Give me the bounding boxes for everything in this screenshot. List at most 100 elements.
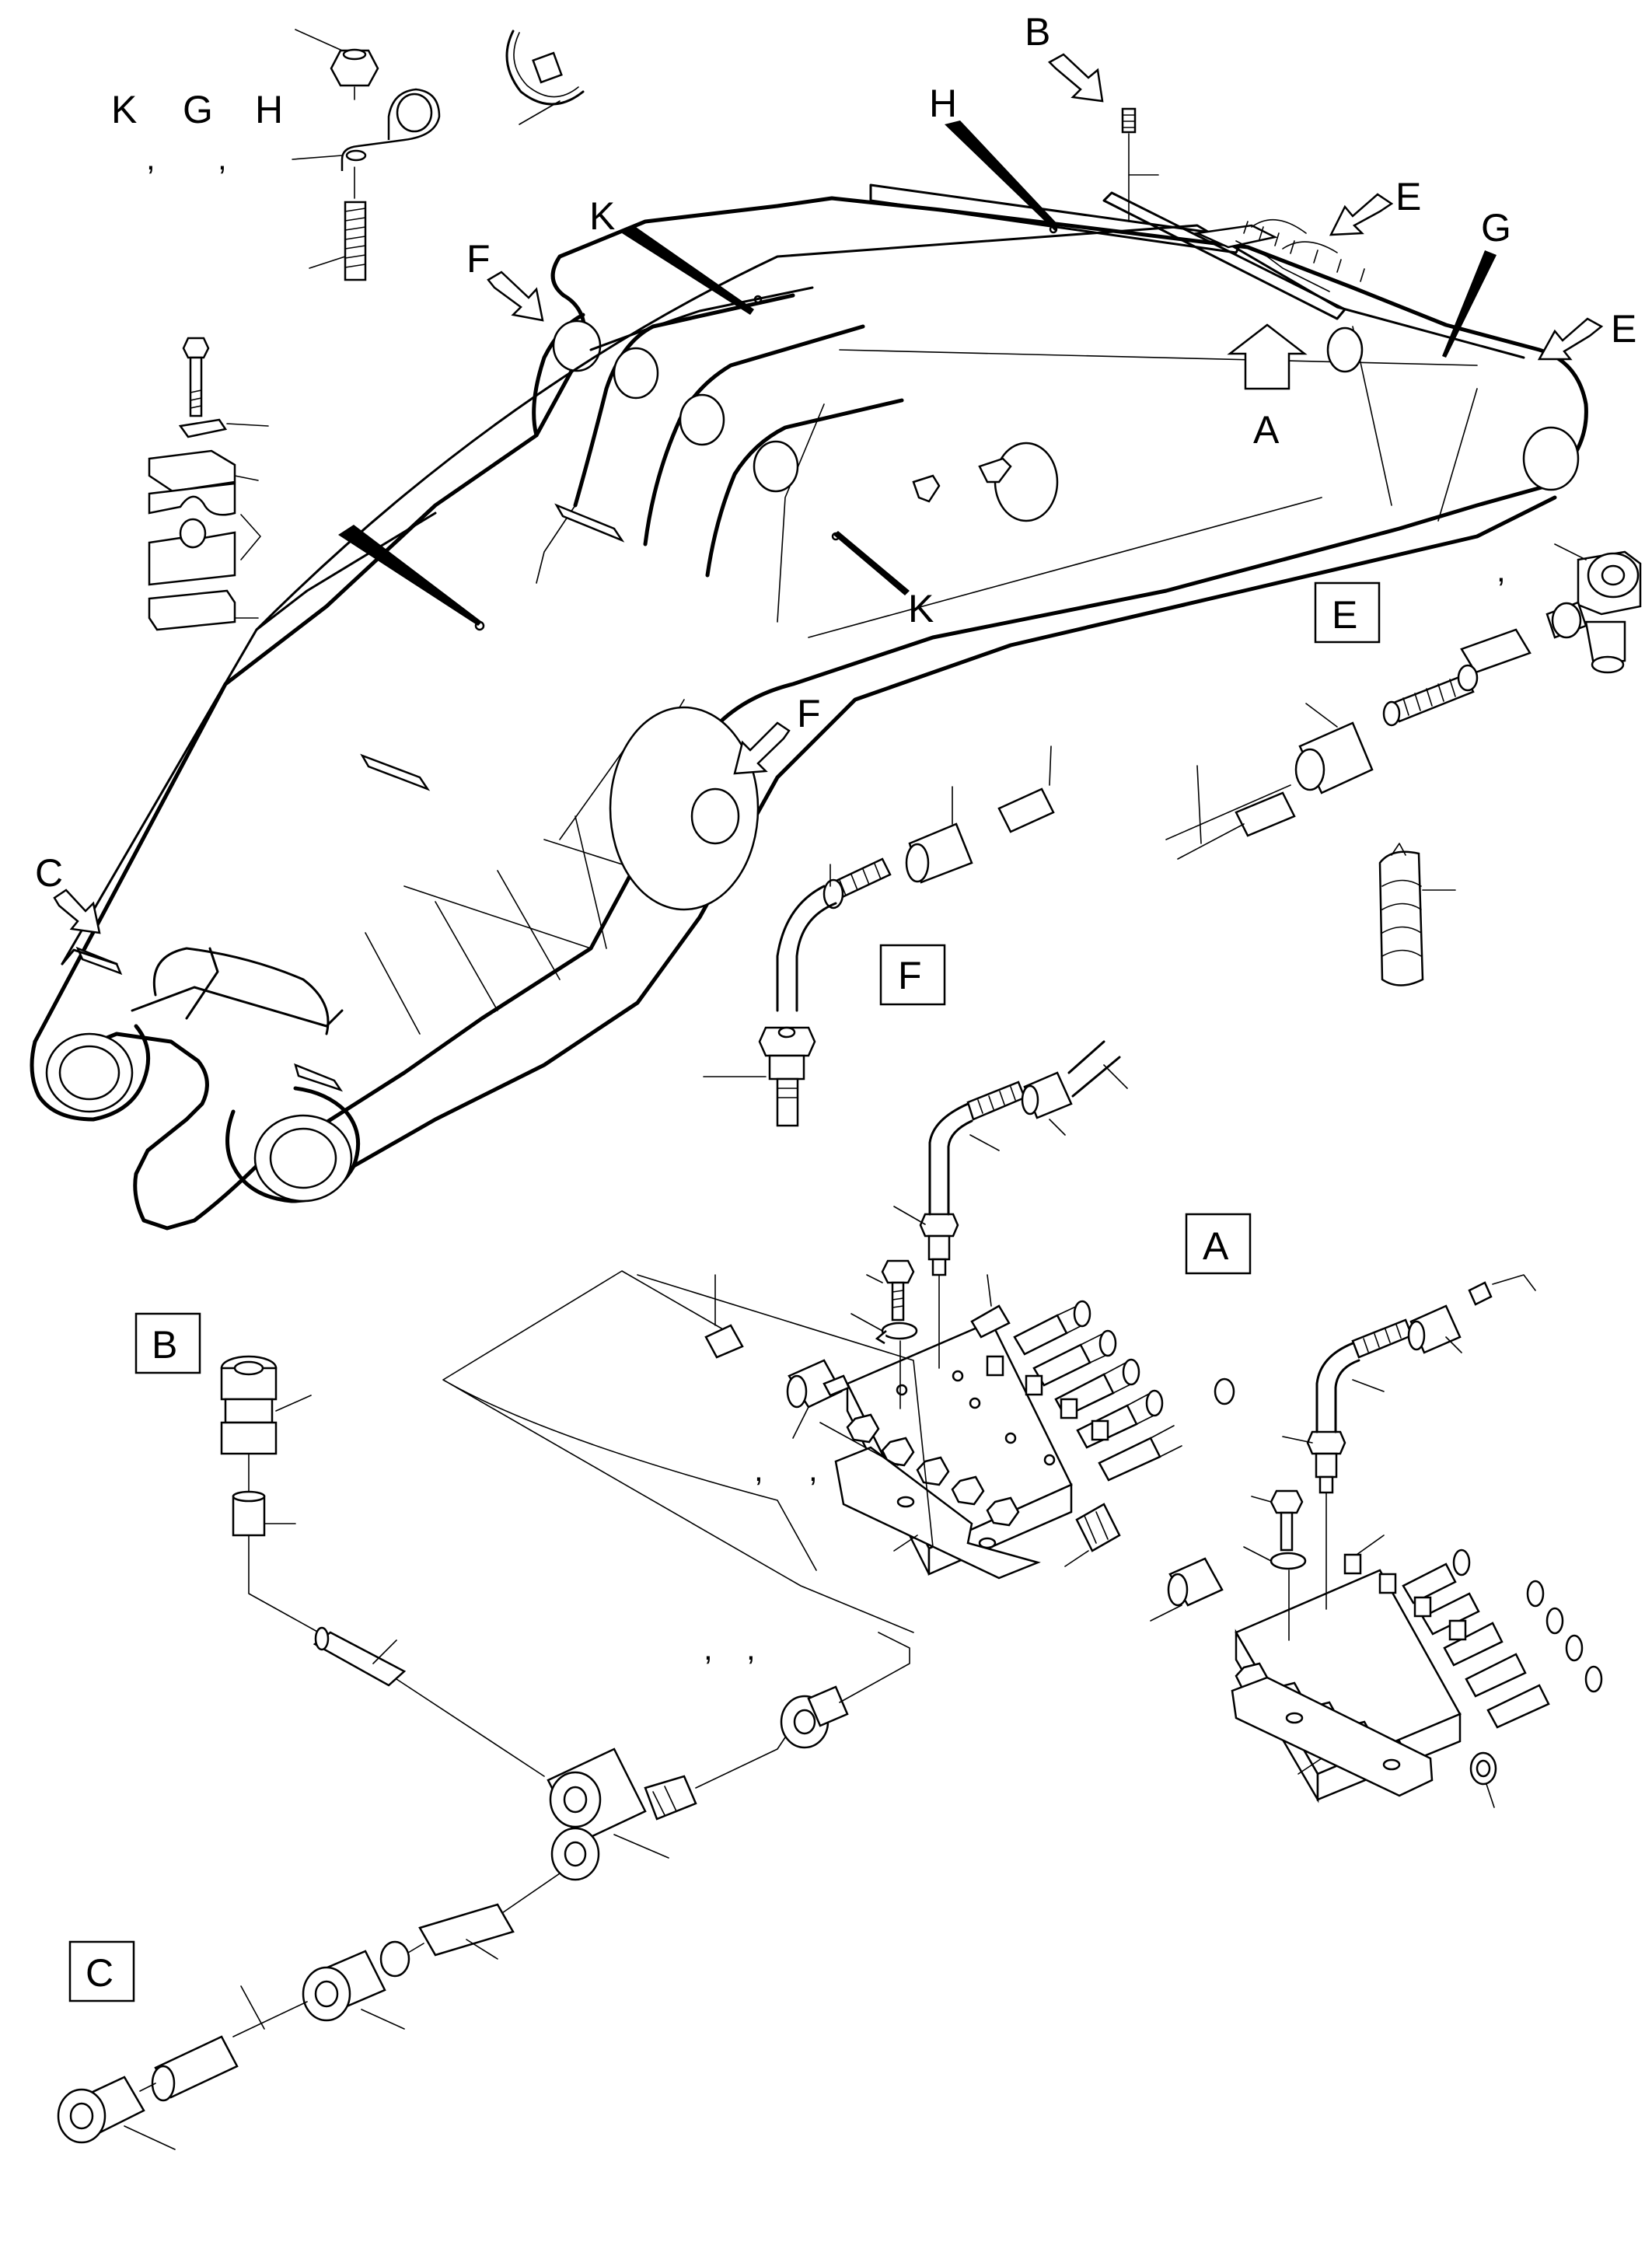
boom-crotch: [152, 947, 330, 1035]
tie-inner: [513, 32, 579, 98]
fitting-bore: [233, 1360, 264, 1376]
leader: [792, 1406, 809, 1439]
threaded-tube: [1351, 1318, 1413, 1359]
valve: [1098, 1437, 1161, 1482]
fitting-stem: [931, 1258, 947, 1276]
bent-tube-inner: [795, 902, 837, 1012]
leader: [124, 2125, 176, 2150]
screw-head: [1270, 1489, 1304, 1514]
valve-cap: [1073, 1300, 1091, 1328]
callout-wedge-g: [1442, 250, 1497, 358]
tube-collar: [823, 878, 844, 910]
label-b-arrow: B: [1025, 10, 1050, 54]
tee-nut-bottom-bore: [564, 1841, 587, 1867]
mount-pin-2: [613, 347, 659, 400]
clamp-half-upper: [148, 482, 236, 516]
comma-mid-1: ,: [754, 1451, 763, 1488]
assembly-guide: [442, 1270, 934, 1633]
tube-threads: [977, 1086, 1016, 1114]
bracket-hole: [1382, 1758, 1401, 1771]
bent-tube-inner: [1334, 1359, 1360, 1433]
leader: [1356, 1535, 1385, 1555]
elbow-side-nut: [1551, 602, 1582, 639]
detail-f: F: [703, 745, 1055, 1127]
hex-nut-hole: [342, 48, 367, 61]
elbow-nut-bore: [1601, 564, 1626, 586]
union-nut-bore: [69, 2102, 94, 2130]
assembly-line: [839, 1632, 910, 1703]
label-g-top: G: [183, 88, 213, 131]
adapter-nut-bore: [793, 1709, 816, 1735]
connector-grooves: [1084, 1511, 1109, 1544]
bolt-threads: [190, 389, 202, 409]
valve-cap: [1098, 1329, 1117, 1357]
boom-access-oval: [994, 442, 1059, 522]
leader: [1049, 745, 1052, 786]
distributor-block-right: [1231, 1274, 1603, 1808]
valve: [1421, 1592, 1480, 1636]
view-arrow-e-upper: [1329, 193, 1394, 236]
valve-cap: [1214, 1377, 1235, 1405]
valve-cap: [1584, 1665, 1603, 1693]
leader: [893, 1206, 926, 1225]
clamp-bore: [179, 518, 207, 549]
detail-box-e: [1314, 581, 1381, 644]
grease-nipple: [1448, 1619, 1467, 1641]
tube-bracket: [360, 753, 431, 791]
leader: [1352, 1379, 1385, 1392]
tube-sleeve: [704, 1324, 744, 1359]
block-hole: [969, 1397, 981, 1409]
connector-fitting: [1075, 1503, 1121, 1552]
comma-low-2: ,: [746, 1630, 756, 1667]
union-nut-bore: [314, 1980, 339, 2008]
fitting-stem: [1318, 1475, 1334, 1494]
threaded-stud: [344, 201, 367, 281]
label-k-wedge-lower: K: [908, 587, 934, 630]
tee-grooves: [652, 1786, 677, 1816]
cover-plate: [148, 449, 236, 493]
label-e-right: E: [1611, 307, 1636, 351]
clamp-assembly-kgh: K G H , ,: [111, 29, 441, 281]
detail-label-e: E: [1332, 593, 1357, 637]
detail-e: E ,: [1165, 543, 1642, 860]
lube-line-main: [255, 224, 1525, 631]
mounting-bracket: [1231, 1676, 1434, 1797]
adapter-end: [1382, 700, 1401, 727]
leader: [1486, 1783, 1495, 1808]
block-plug: [986, 1496, 1020, 1527]
detail-label-a: A: [1203, 1224, 1229, 1268]
screw-shank: [1280, 1511, 1294, 1552]
screw-head: [881, 1259, 915, 1284]
bolt-head: [182, 337, 210, 359]
leader: [1251, 1496, 1272, 1503]
label-f-upper: F: [466, 237, 491, 281]
tube-segment: [997, 787, 1055, 833]
view-arrow-f-lower: [733, 721, 791, 775]
comma-e: ,: [1497, 552, 1506, 588]
label-f-lower: F: [797, 692, 821, 735]
block-plug: [846, 1413, 880, 1444]
mount-ear-2: [573, 293, 795, 508]
valve: [1402, 1562, 1457, 1604]
bolt-shank: [189, 356, 203, 417]
comma-low-1: ,: [704, 1630, 713, 1667]
bent-tube-outer: [776, 885, 826, 1012]
clamp-hole: [345, 149, 367, 162]
view-arrow-e-right: [1537, 317, 1604, 361]
callout-wedge-k-upper: [622, 225, 754, 315]
boom-labels: B H E G E K F A K F C: [35, 10, 1636, 965]
boom-foot-pin-right-inner: [269, 1127, 337, 1189]
label-e-upper: E: [1395, 175, 1421, 218]
boom-small-tab: [912, 474, 941, 503]
bent-tube-inner: [947, 1119, 973, 1216]
top-strip: [869, 183, 1245, 254]
detail-box-b: [134, 1312, 201, 1374]
detail-box-a: [1185, 1213, 1252, 1275]
top-strip-2: [1102, 191, 1346, 320]
fitting-body: [927, 1234, 951, 1261]
block-hole: [1043, 1454, 1056, 1466]
leader: [234, 475, 259, 481]
tie-head: [532, 51, 563, 84]
bracket-hole: [1285, 1712, 1304, 1724]
sleeve-nut-end: [905, 843, 930, 883]
